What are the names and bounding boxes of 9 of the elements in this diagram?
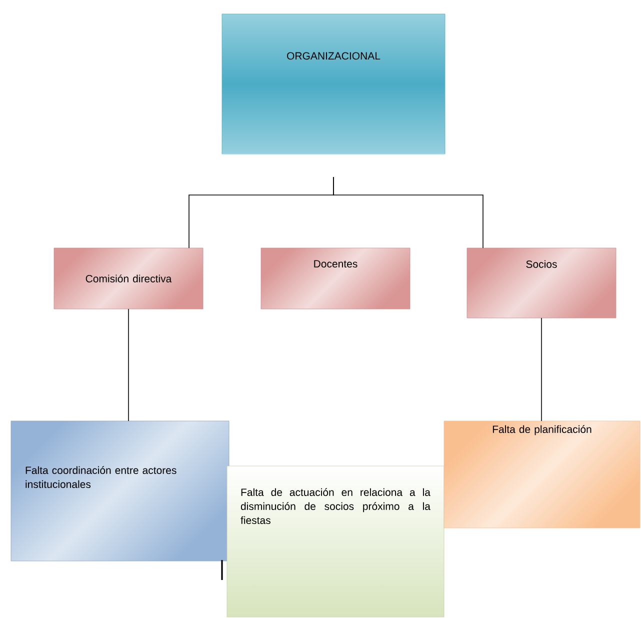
connector (128, 308, 129, 422)
process-box: Comisión directiva (54, 248, 204, 310)
note-box: Falta de planificación (444, 420, 640, 528)
process-box: Docentes (260, 248, 410, 310)
connector (333, 176, 484, 248)
connector (541, 318, 542, 422)
process-box: Socios (466, 248, 616, 318)
process-box: ORGANIZACIONAL (222, 14, 446, 154)
note-box: Falta de actuación en relaciona a la disminución de socios próximo a la fiestas (226, 466, 444, 618)
